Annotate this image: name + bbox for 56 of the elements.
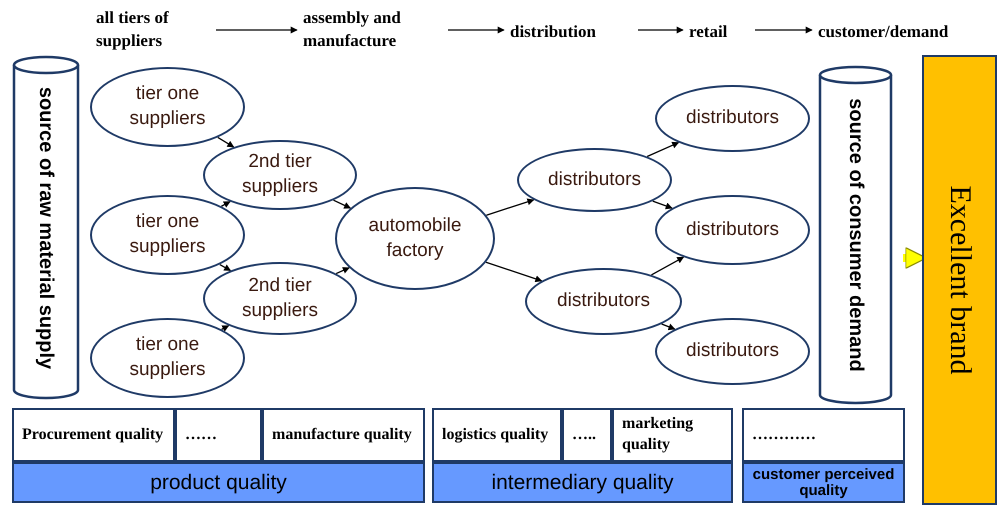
node-text: intermediary quality — [491, 472, 674, 493]
stage-label: assembly and manufacture — [303, 4, 438, 56]
quality-bar — [432, 462, 733, 503]
arrow — [755, 26, 813, 34]
quality-cell — [262, 408, 425, 462]
node-text: distributors — [686, 106, 779, 130]
stage-label: distribution — [510, 20, 628, 44]
node-text: tier one suppliers — [128, 210, 207, 259]
node-text: customer perceived quality — [752, 466, 896, 498]
node-text: distributors — [548, 168, 641, 192]
node-text: 2nd tier suppliers — [240, 274, 320, 322]
node-text: automobile factory — [368, 214, 462, 262]
node-text: 2nd tier suppliers — [240, 150, 320, 199]
arrow — [646, 142, 680, 158]
quality-cell — [175, 408, 262, 462]
quality-bar — [742, 462, 905, 503]
node-text: source of consumer demand — [844, 97, 868, 374]
node-text: source of raw material supply — [34, 85, 58, 371]
arrow — [221, 201, 231, 208]
node-text: …… — [185, 424, 217, 445]
node-text: logistics quality — [442, 424, 548, 445]
quality-cell — [742, 408, 905, 462]
node-text: ….. — [572, 424, 596, 445]
node-text: tier one suppliers — [128, 333, 207, 382]
node-text: distributors — [686, 218, 779, 242]
quality-bar — [12, 462, 425, 503]
quality-cell — [12, 408, 175, 462]
arrow — [661, 323, 676, 330]
stage-label: customer/demand — [818, 20, 997, 44]
quality-cell — [612, 408, 733, 462]
node-text: Excellent brand — [944, 185, 974, 375]
arrow — [333, 200, 352, 209]
quality-cell — [562, 408, 612, 462]
arrow — [638, 26, 684, 34]
arrow — [448, 26, 505, 34]
brand-bar — [922, 55, 997, 505]
arrow — [216, 26, 298, 34]
stage-label: all tiers of suppliers — [96, 4, 206, 56]
node-text: distributors — [557, 289, 650, 314]
arrow — [651, 256, 684, 276]
node-text: manufacture quality — [272, 424, 412, 445]
arrow — [336, 267, 350, 274]
quality-cell — [432, 408, 562, 462]
stage-label: retail — [689, 20, 745, 44]
arrow — [486, 262, 542, 282]
node-text: distributors — [686, 339, 779, 364]
arrow — [219, 264, 232, 272]
node-text: ………… — [752, 424, 816, 445]
node-text: product quality — [150, 472, 287, 493]
arrow — [486, 198, 534, 216]
node-text: tier one suppliers — [128, 82, 207, 131]
node-text: Procurement quality — [22, 424, 164, 445]
arrow — [221, 325, 230, 332]
arrow — [652, 200, 673, 210]
arrow — [217, 136, 234, 148]
node-text: marketing quality — [622, 414, 694, 455]
